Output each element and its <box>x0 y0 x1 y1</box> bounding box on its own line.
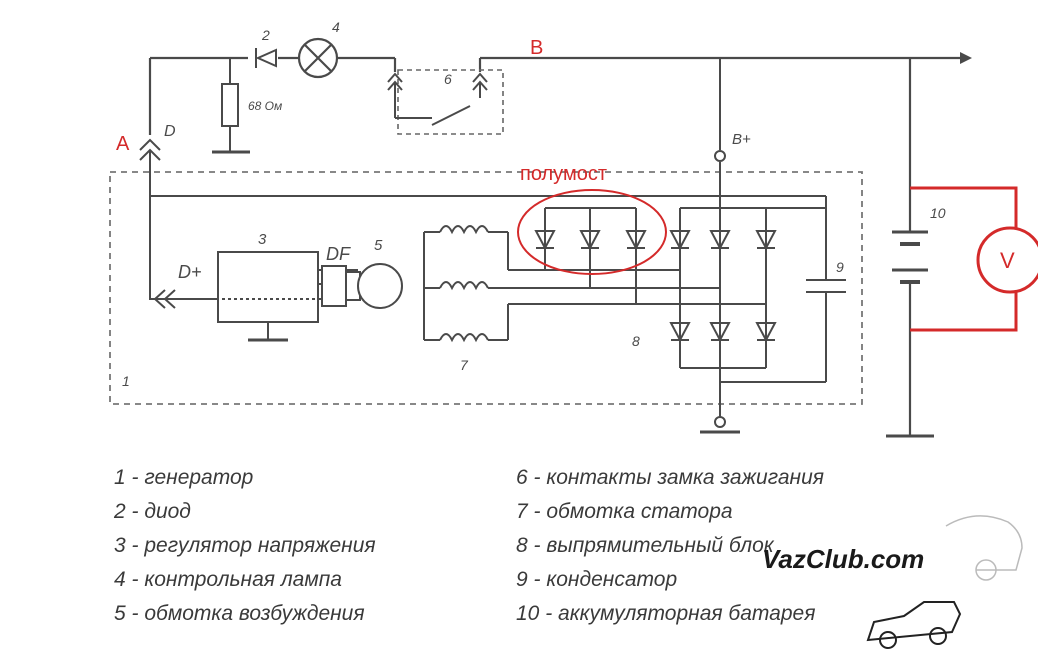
legend-item: 10 - аккумуляторная батарея <box>516 602 816 625</box>
label-d-plus: D+ <box>178 262 202 282</box>
watermark-jeep <box>866 601 962 649</box>
legend-item: 2 - диод <box>114 500 191 523</box>
legend-item: 5 - обмотка возбуждения <box>114 602 365 625</box>
label-num-5: 5 <box>374 237 383 254</box>
watermark-car-logo <box>945 515 1023 581</box>
label-point-a: A <box>116 133 130 155</box>
watermark-text: VazClub.com <box>762 544 925 574</box>
label-b-plus: B+ <box>732 131 751 148</box>
label-half-bridge: полумост <box>520 163 607 185</box>
label-num-9: 9 <box>836 259 844 275</box>
legend-item: 1 - генератор <box>114 466 254 489</box>
label-d: D <box>164 123 176 140</box>
legend-item: 4 - контрольная лампа <box>114 568 342 591</box>
generator-frame <box>109 171 863 405</box>
label-num-4: 4 <box>332 19 340 35</box>
ground-terminal <box>714 416 726 428</box>
label-point-b: B <box>530 37 543 59</box>
ignition-switch-box <box>397 69 504 135</box>
diode-2 <box>255 48 277 68</box>
voltage-regulator-3 <box>217 251 358 342</box>
field-winding-5 <box>321 263 403 309</box>
label-num-6: 6 <box>444 71 452 87</box>
rectifier-bridge-8 <box>544 196 826 434</box>
ignition-contacts <box>387 72 488 126</box>
legend-left: 1 - генератор 2 - диод 3 - регулятор нап… <box>114 466 376 636</box>
rectifier-diodes <box>535 230 776 341</box>
b-plus-terminal <box>714 150 726 162</box>
connector-d <box>139 138 161 300</box>
capacitor-9 <box>720 196 846 383</box>
label-num-10: 10 <box>930 205 946 221</box>
voltmeter-wires <box>910 186 1018 332</box>
label-num-1: 1 <box>122 373 130 389</box>
battery-10 <box>886 58 934 438</box>
legend-item: 9 - конденсатор <box>516 568 678 591</box>
label-resistor: 68 Ом <box>248 99 282 113</box>
arrow-right-icon <box>960 52 972 64</box>
voltmeter <box>976 226 1038 294</box>
legend-right: 6 - контакты замка зажигания 7 - обмотка… <box>516 466 824 636</box>
connector-d-plus <box>150 289 218 309</box>
legend-item: 7 - обмотка статора <box>516 500 733 523</box>
label-num-3: 3 <box>258 231 267 248</box>
label-df: DF <box>326 244 351 264</box>
label-num-7: 7 <box>460 357 469 373</box>
legend-item: 3 - регулятор напряжения <box>114 534 376 557</box>
control-lamp-4 <box>297 37 339 79</box>
legend-item: 6 - контакты замка зажигания <box>516 466 824 489</box>
legend-item: 8 - выпрямительный блок <box>516 534 774 557</box>
resistor-68-ohm <box>212 58 250 154</box>
label-num-8: 8 <box>632 333 640 349</box>
label-voltmeter: V <box>1000 248 1015 273</box>
half-bridge-highlight <box>517 189 667 275</box>
label-num-2: 2 <box>261 27 270 43</box>
